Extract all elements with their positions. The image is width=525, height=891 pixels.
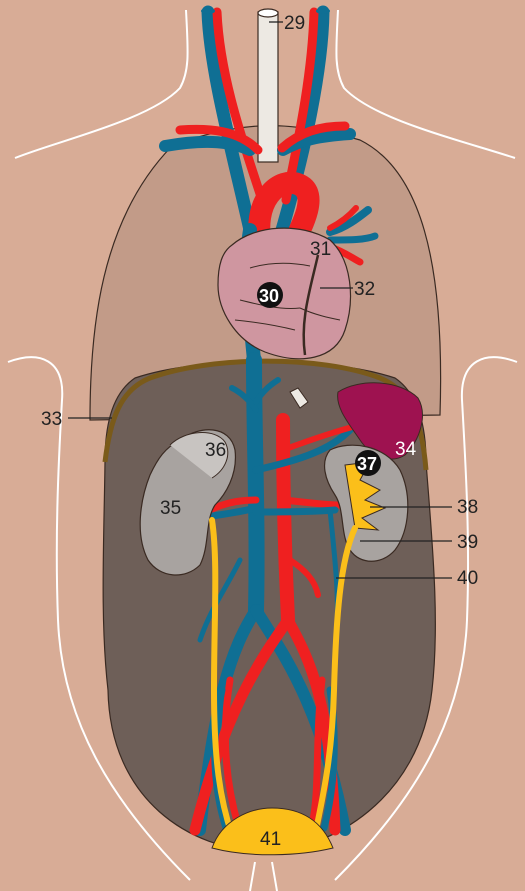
label-34: 34: [395, 439, 417, 460]
label-36: 36: [205, 440, 226, 461]
label-39: 39: [457, 532, 478, 553]
label-29: 29: [284, 13, 305, 34]
label-32: 32: [354, 279, 375, 300]
label-33: 33: [41, 409, 62, 430]
label-37: 37: [357, 454, 377, 474]
trachea: [258, 9, 278, 162]
label-35: 35: [160, 498, 181, 519]
label-30: 30: [259, 286, 279, 306]
label-40: 40: [457, 568, 478, 589]
label-31: 31: [310, 239, 331, 260]
label-41: 41: [260, 829, 281, 850]
label-38: 38: [457, 497, 478, 518]
